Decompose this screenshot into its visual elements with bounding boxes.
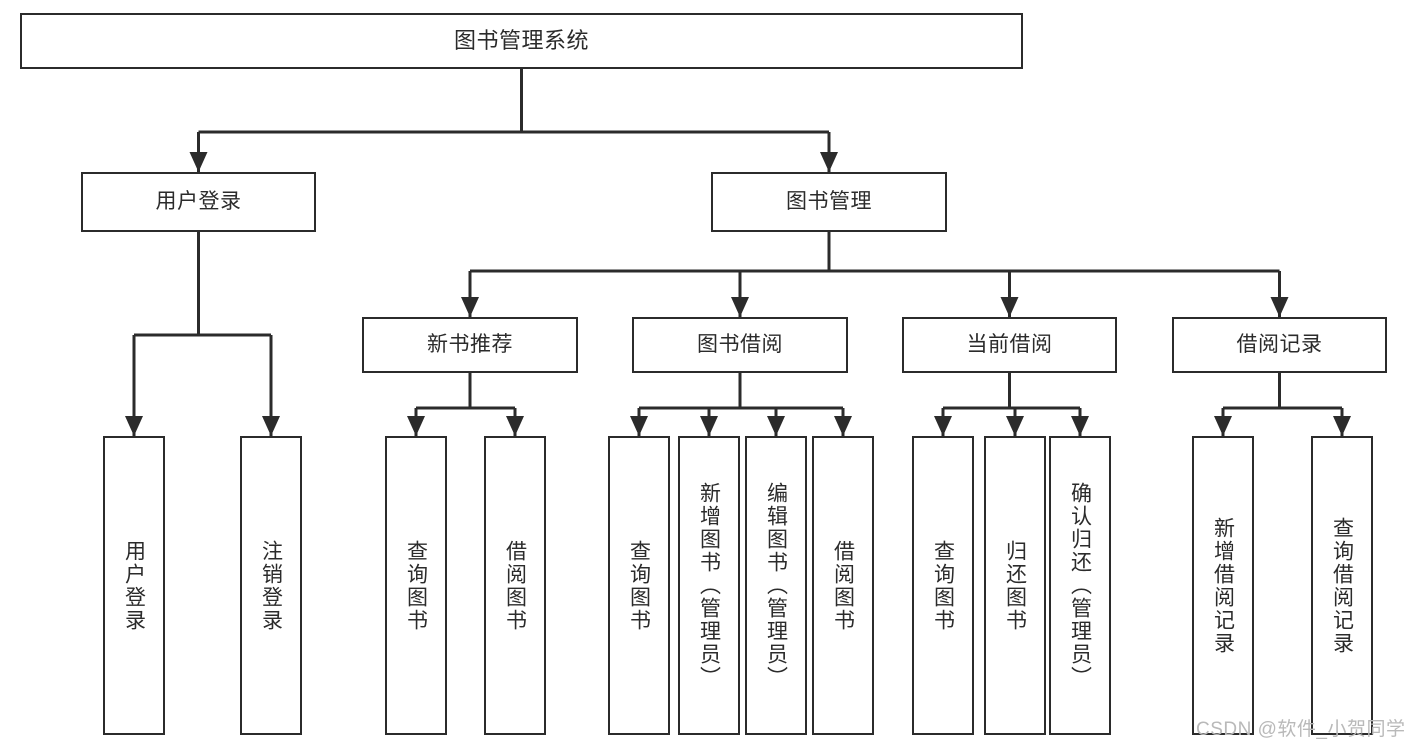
node-leaf-confirm-return[interactable]: 确认归还（管理员） (1049, 436, 1111, 735)
arrowhead-root-to-user-login (189, 152, 208, 172)
node-leaf-user-login[interactable]: 用户登录 (103, 436, 165, 735)
node-leaf-add-record[interactable]: 新增借阅记录 (1192, 436, 1254, 735)
node-label-user-login: 用户登录 (155, 189, 242, 213)
arrowhead-new-book-recommend-to-leaf-borrow-book-1 (506, 416, 524, 436)
watermark-label: CSDN @软件_小贺同学 (1196, 719, 1405, 740)
arrowhead-new-book-recommend-to-leaf-query-book-1 (407, 416, 425, 436)
arrowhead-borrow-record-to-leaf-query-record (1333, 416, 1351, 436)
node-leaf-borrow-book-2[interactable]: 借阅图书 (812, 436, 874, 735)
node-label-leaf-add-record: 新增借阅记录 (1211, 516, 1235, 655)
node-label-leaf-query-book-1: 查询图书 (404, 539, 428, 632)
arrowhead-book-manage-to-new-book-recommend (461, 297, 479, 317)
arrowhead-current-borrow-to-leaf-confirm-return (1071, 416, 1089, 436)
node-leaf-return-book[interactable]: 归还图书 (984, 436, 1046, 735)
node-leaf-borrow-book-1[interactable]: 借阅图书 (484, 436, 546, 735)
node-book-manage[interactable]: 图书管理 (711, 172, 947, 232)
node-label-leaf-edit-book: 编辑图书（管理员） (764, 482, 788, 689)
node-label-leaf-query-record: 查询借阅记录 (1330, 516, 1354, 655)
arrowhead-user-login-to-leaf-user-login (125, 416, 143, 436)
node-label-current-borrow: 当前借阅 (966, 332, 1053, 356)
node-label-borrow-record: 借阅记录 (1236, 332, 1323, 356)
arrowhead-book-borrow-to-leaf-add-book (700, 416, 718, 436)
node-leaf-query-record[interactable]: 查询借阅记录 (1311, 436, 1373, 735)
arrowhead-book-borrow-to-leaf-borrow-book-2 (834, 416, 852, 436)
node-new-book-recommend[interactable]: 新书推荐 (362, 317, 578, 373)
node-label-book-manage: 图书管理 (786, 189, 872, 213)
arrowhead-book-borrow-to-leaf-query-book-2 (630, 416, 648, 436)
node-label-leaf-logout: 注销登录 (259, 539, 283, 632)
node-label-leaf-query-book-3: 查询图书 (931, 539, 955, 632)
arrowhead-current-borrow-to-leaf-query-book-3 (934, 416, 952, 436)
node-label-leaf-query-book-2: 查询图书 (627, 539, 651, 632)
node-user-login[interactable]: 用户登录 (81, 172, 316, 232)
node-label-leaf-confirm-return: 确认归还（管理员） (1068, 482, 1092, 689)
arrowhead-book-manage-to-current-borrow (1000, 297, 1019, 317)
node-borrow-record[interactable]: 借阅记录 (1172, 317, 1387, 373)
node-label-leaf-borrow-book-2: 借阅图书 (831, 539, 855, 632)
arrowhead-book-manage-to-book-borrow (731, 297, 749, 317)
node-leaf-query-book-2[interactable]: 查询图书 (608, 436, 670, 735)
node-label-root: 图书管理系统 (453, 28, 589, 54)
node-label-leaf-add-book: 新增图书（管理员） (697, 482, 721, 689)
node-root[interactable]: 图书管理系统 (20, 13, 1023, 69)
node-label-book-borrow: 图书借阅 (697, 332, 783, 356)
node-label-leaf-user-login: 用户登录 (122, 539, 146, 632)
node-leaf-query-book-1[interactable]: 查询图书 (385, 436, 447, 735)
node-label-leaf-return-book: 归还图书 (1003, 539, 1027, 632)
node-book-borrow[interactable]: 图书借阅 (632, 317, 848, 373)
node-leaf-add-book[interactable]: 新增图书（管理员） (678, 436, 740, 735)
node-leaf-edit-book[interactable]: 编辑图书（管理员） (745, 436, 807, 735)
arrowhead-current-borrow-to-leaf-return-book (1006, 416, 1024, 436)
node-current-borrow[interactable]: 当前借阅 (902, 317, 1117, 373)
node-leaf-query-book-3[interactable]: 查询图书 (912, 436, 974, 735)
node-leaf-logout[interactable]: 注销登录 (240, 436, 302, 735)
arrowhead-book-manage-to-borrow-record (1270, 297, 1289, 317)
arrowhead-book-borrow-to-leaf-edit-book (767, 416, 785, 436)
arrowhead-borrow-record-to-leaf-add-record (1214, 416, 1232, 436)
arrowhead-user-login-to-leaf-logout (262, 416, 280, 436)
node-label-leaf-borrow-book-1: 借阅图书 (503, 539, 527, 632)
node-label-new-book-recommend: 新书推荐 (427, 332, 513, 356)
arrowhead-root-to-book-manage (820, 152, 838, 172)
